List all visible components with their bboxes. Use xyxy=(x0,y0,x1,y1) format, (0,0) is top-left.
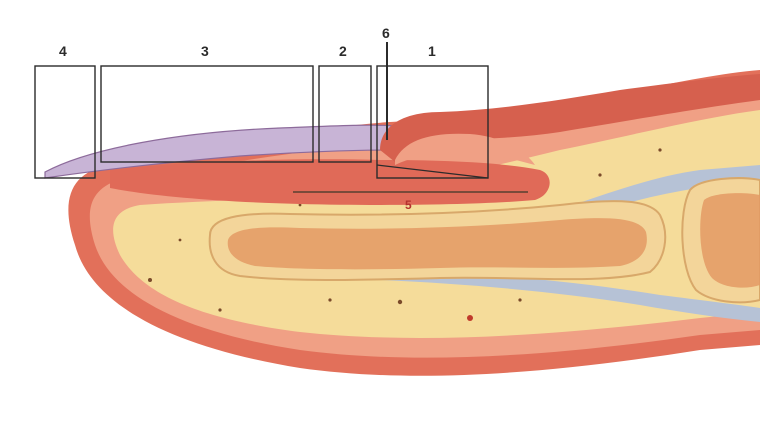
label-4: 4 xyxy=(59,44,67,58)
label-5: 5 xyxy=(405,199,412,211)
label-2: 2 xyxy=(339,44,347,58)
label-3: 3 xyxy=(201,44,209,58)
label-6: 6 xyxy=(382,26,390,40)
middle-phalanx-marrow xyxy=(700,193,760,287)
label-1: 1 xyxy=(428,44,436,58)
